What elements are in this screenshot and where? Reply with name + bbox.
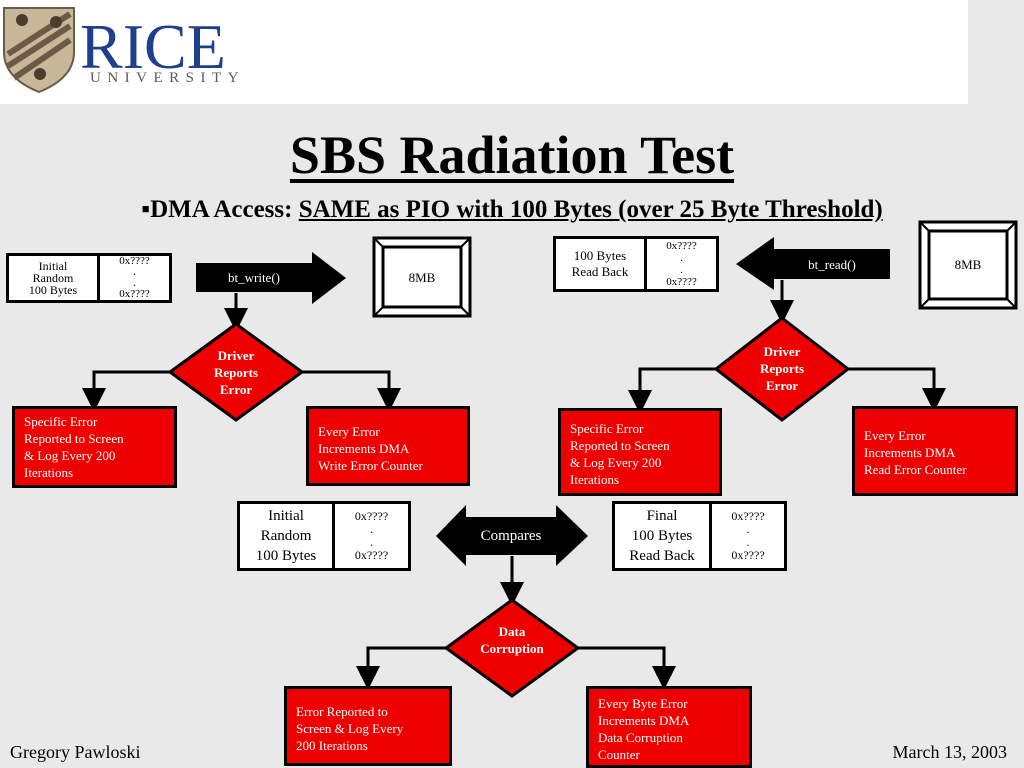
memory-block-read — [918, 220, 1018, 310]
write-connectors — [82, 293, 401, 412]
bt-read-label: bt_read() — [808, 257, 856, 272]
read-decision-diamond — [713, 316, 851, 422]
compare-initial-label: Initial Random 100 Bytes — [255, 508, 317, 564]
bt-write-arrow — [196, 252, 346, 304]
compares-label: Compares — [480, 528, 542, 544]
compare-initial-box: Initial Random 100 Bytes 0x???? . . 0x??… — [237, 501, 411, 571]
compare-final-values: 0x???? . . 0x???? — [709, 504, 784, 568]
write-error-counter-box: Every Error Increments DMA Write Error C… — [306, 406, 470, 486]
read-back-values: 0x???? . . 0x???? — [644, 239, 716, 289]
read-specific-error-box: Specific Error Reported to Screen & Log … — [558, 408, 722, 496]
subtitle-lead: DMA Access: — [150, 196, 299, 223]
compare-final-label: Final 100 Bytes Read Back — [629, 508, 695, 564]
bullet: ▪ — [141, 196, 151, 223]
footer-author: Gregory Pawloski — [10, 742, 141, 762]
footer-date: March 13, 2003 — [892, 742, 1007, 762]
compares-arrow — [436, 505, 588, 566]
write-initial-values: 0x???? . . 0x???? — [97, 256, 169, 300]
rice-logo: RICE UNIVERSITY — [3, 7, 245, 94]
corruption-decision-diamond — [443, 598, 581, 698]
memory-block-write — [372, 236, 472, 318]
write-specific-error-box: Specific Error Reported to Screen & Log … — [12, 406, 177, 488]
logo-wordmark: RICE — [80, 11, 226, 82]
compare-connectors — [356, 556, 676, 690]
page-subtitle: ▪DMA Access: SAME as PIO with 100 Bytes … — [0, 196, 1024, 224]
corruption-counter-box: Every Byte Error Increments DMA Data Cor… — [586, 686, 752, 768]
memory-write-label: 8MB — [408, 270, 436, 285]
corruption-log-box: Error Reported to Screen & Log Every 200… — [284, 686, 452, 766]
write-initial-box: Initial Random 100 Bytes 0x???? . . 0x??… — [6, 253, 172, 303]
page-title: SBS Radiation Test — [289, 125, 735, 185]
read-decision-label: Driver Reports Error — [759, 344, 805, 393]
memory-read-label: 8MB — [954, 257, 982, 272]
read-error-counter-box: Every Error Increments DMA Read Error Co… — [852, 406, 1018, 496]
header-banner: RICE UNIVERSITY — [0, 0, 968, 104]
write-initial-label: Initial Random 100 Bytes — [28, 259, 78, 297]
bt-write-label: bt_write() — [228, 270, 280, 285]
compare-final-box: Final 100 Bytes Read Back 0x???? . . 0x?… — [612, 501, 787, 571]
compare-initial-values: 0x???? . . 0x???? — [332, 504, 408, 568]
logo-subname: UNIVERSITY — [90, 70, 245, 86]
read-back-label: 100 Bytes Read Back — [571, 248, 629, 279]
read-back-box: 100 Bytes Read Back 0x???? . . 0x???? — [553, 236, 719, 292]
write-decision-diamond — [167, 322, 305, 422]
rice-shield-icon — [3, 7, 75, 94]
bt-read-arrow — [736, 237, 890, 290]
write-decision-label: Driver Reports Error — [213, 348, 259, 397]
read-connectors — [628, 280, 946, 414]
corruption-decision-label: Data Corruption — [480, 624, 544, 656]
subtitle-underlined: SAME as PIO with 100 Bytes (over 25 Byte… — [298, 196, 883, 223]
